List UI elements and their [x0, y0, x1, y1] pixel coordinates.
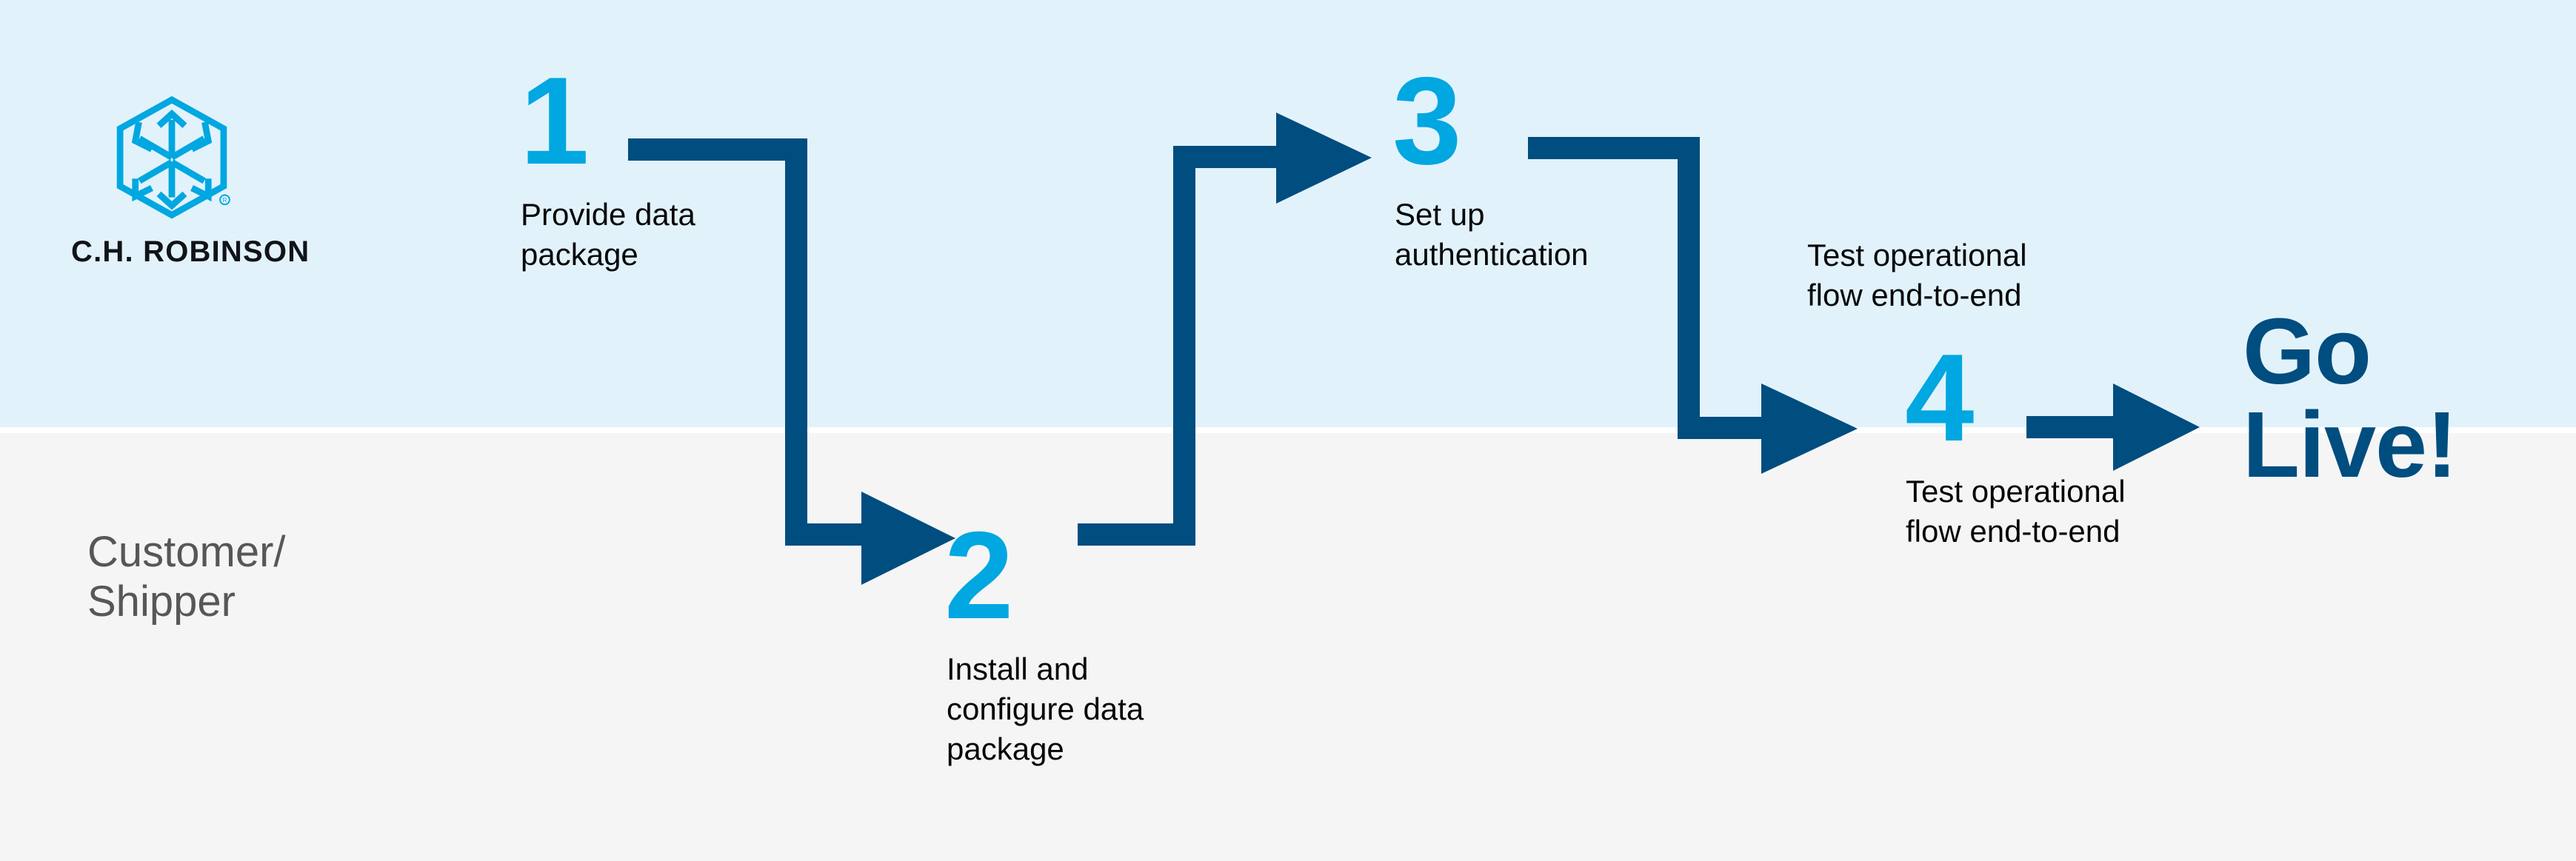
- step-4-label: Test operational flow end-to-end: [1906, 473, 2126, 549]
- step-2-number: 2: [944, 506, 1014, 645]
- ch-robinson-hexagon-logo-icon: R: [116, 96, 230, 219]
- caption-test-operational-flow-top: Test operational flow end-to-end: [1807, 238, 2027, 313]
- step-1-number: 1: [520, 51, 590, 190]
- step-1-label: Provide data package: [521, 196, 695, 272]
- step-3: 3 Set up authentication: [1392, 51, 1659, 275]
- lane-band-bottom: [0, 433, 2576, 861]
- step-1: 1 Provide data package: [518, 51, 763, 275]
- lane-band-top: [0, 0, 2576, 427]
- step-4: 4 Test operational flow end-to-end: [1903, 328, 2185, 552]
- svg-text:R: R: [223, 197, 227, 204]
- step-3-number: 3: [1392, 51, 1462, 190]
- brand-logo-block: R C.H. ROBINSON: [71, 96, 310, 269]
- step-2: 2 Install and configure data package: [944, 506, 1211, 769]
- step-3-label: Set up authentication: [1395, 196, 1589, 272]
- step-4-number: 4: [1905, 328, 1975, 467]
- brand-wordmark: C.H. ROBINSON: [71, 235, 310, 268]
- outcome-go-live: Go Live!: [2243, 299, 2457, 497]
- lane-label-customer-shipper: Customer/ Shipper: [87, 528, 286, 626]
- step-2-label: Install and configure data package: [947, 651, 1144, 766]
